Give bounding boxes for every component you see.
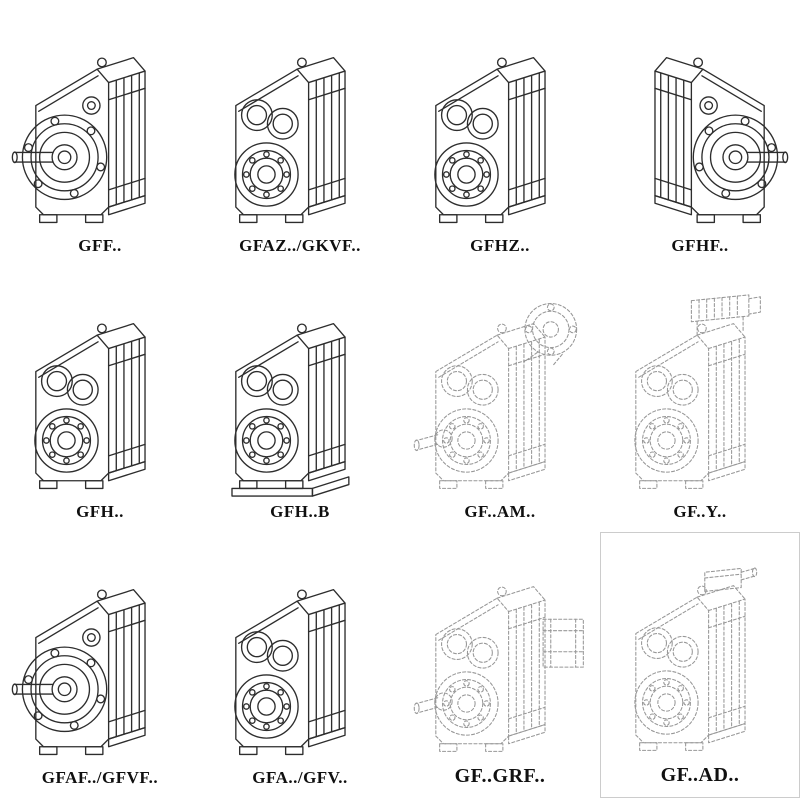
gearbox-cell-gfaf-gfvf: GFAF../GFVF.. bbox=[0, 532, 200, 798]
gearbox-drawing-bores bbox=[234, 589, 346, 756]
gearbox-drawing-bores-baseplate bbox=[231, 323, 350, 497]
gearbox-drawing-phantom-motor bbox=[634, 294, 761, 490]
gearbox-drawing-phantom-side-unit bbox=[413, 586, 584, 753]
gearbox-cell-gff: GFF.. bbox=[0, 0, 200, 266]
gearbox-drawing-flange-left bbox=[11, 589, 146, 756]
gearbox-cell-gfh-b: GFH..B bbox=[200, 266, 400, 532]
gearbox-cell-gf-y: GF..Y.. bbox=[600, 266, 800, 532]
gearbox-cell-gf-grf: GF..GRF.. bbox=[400, 532, 600, 798]
gearbox-label: GFH..B bbox=[270, 502, 330, 521]
gearbox-cell-gfhf: GFHF.. bbox=[600, 0, 800, 266]
gearbox-label: GFF.. bbox=[78, 236, 122, 255]
gearbox-cell-gfaz-gkvf: GFAZ../GKVF.. bbox=[200, 0, 400, 266]
gearbox-label: GF..AD.. bbox=[660, 764, 740, 786]
gearbox-cell-gfa-gfv: GFA../GFV.. bbox=[200, 532, 400, 798]
gearbox-drawing-phantom-flange-top bbox=[413, 303, 578, 490]
gearbox-label: GFHZ.. bbox=[470, 236, 530, 255]
gearbox-cell-gfh: GFH.. bbox=[0, 266, 200, 532]
gearbox-label: GF..Y.. bbox=[673, 502, 727, 521]
mirror-group bbox=[654, 57, 789, 224]
gearbox-cell-gfhz: GFHZ.. bbox=[400, 0, 600, 266]
gearbox-drawing-phantom-adapter bbox=[634, 567, 758, 752]
gearbox-drawing-bores bbox=[434, 57, 546, 224]
gearbox-label: GF..AM.. bbox=[464, 502, 536, 521]
gearbox-label: GFHF.. bbox=[671, 236, 729, 255]
gearbox-drawing-bores bbox=[234, 57, 346, 224]
gearbox-cell-gf-ad: GF..AD.. bbox=[600, 532, 800, 798]
gearbox-drawing-bores bbox=[34, 323, 146, 490]
gearbox-cell-gf-am: GF..AM.. bbox=[400, 266, 600, 532]
gearbox-drawing-flange-right bbox=[654, 57, 789, 224]
gearbox-drawing-flange-left bbox=[11, 57, 146, 224]
gearbox-label: GFH.. bbox=[76, 502, 124, 521]
gearbox-label: GFA../GFV.. bbox=[252, 768, 348, 787]
gearbox-label: GFAF../GFVF.. bbox=[41, 768, 159, 787]
gearbox-label: GF..GRF.. bbox=[454, 765, 546, 787]
gearbox-label: GFAZ../GKVF.. bbox=[239, 236, 361, 255]
